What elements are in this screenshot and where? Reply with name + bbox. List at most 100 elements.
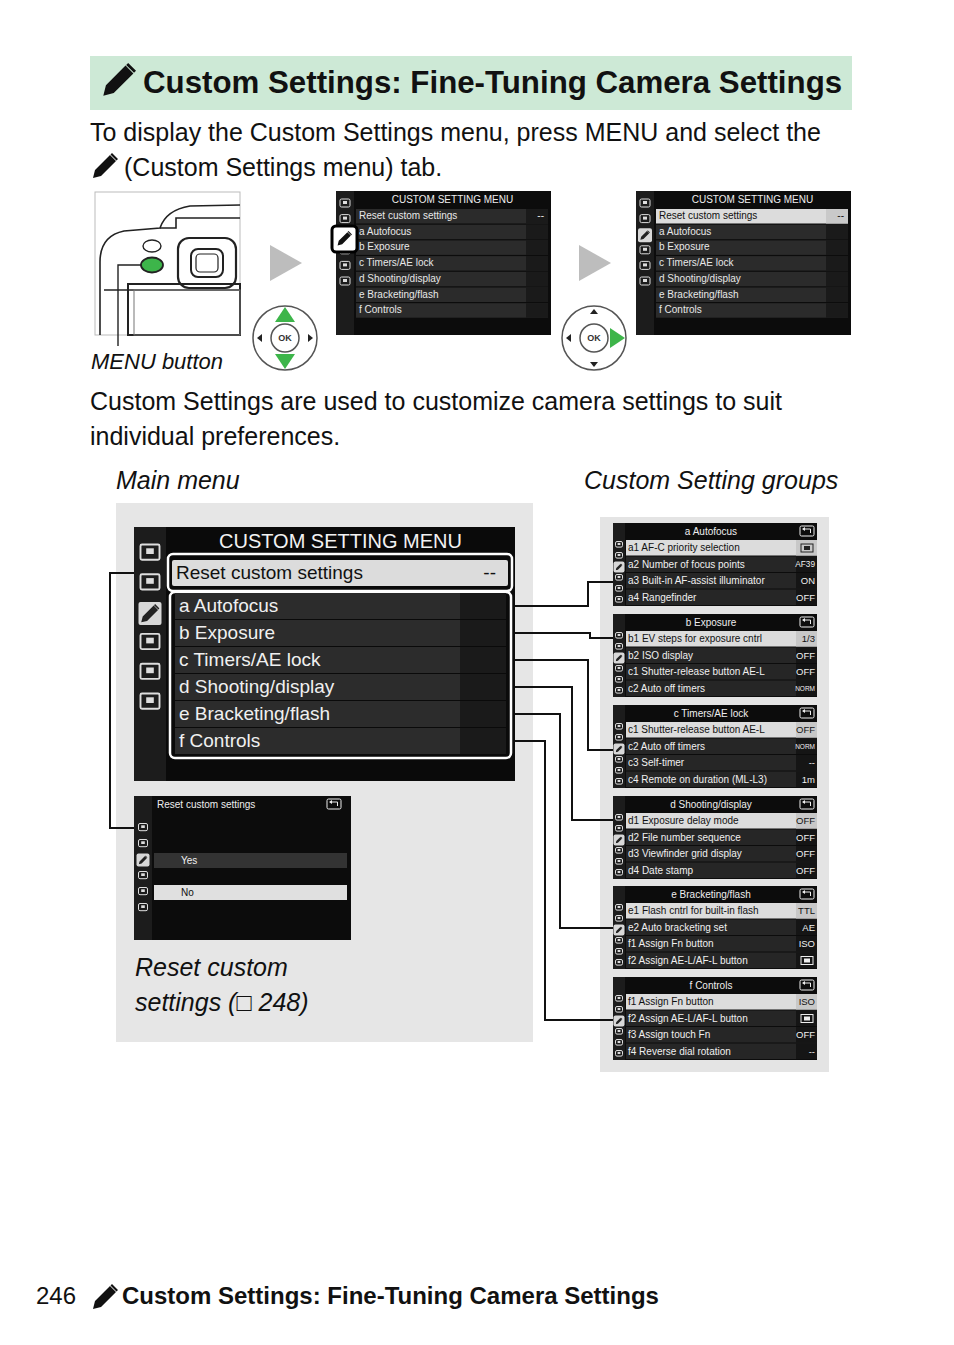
menu-item: b Exposure (359, 240, 410, 255)
menu-value: -- (537, 209, 544, 224)
setting-row: f3 Assign touch Fn (628, 1027, 710, 1043)
setting-value: OFF (796, 1027, 815, 1043)
caption-text: Custom Setting groups (584, 465, 838, 496)
setting-value: OFF (796, 846, 815, 862)
panel (116, 503, 533, 1042)
menu-screen: CUSTOM SETTING MENUReset custom settings… (336, 191, 551, 335)
screen-artwork (134, 796, 351, 940)
menu-screen: CUSTOM SETTING MENU Reset custom settings… (636, 191, 851, 335)
settings-screen: f Controlsf1 Assign Fn buttonISOf2 Assig… (613, 977, 817, 1060)
menu-item: d Shooting/display (359, 272, 441, 287)
menu-item: f Controls (179, 728, 260, 754)
menu-item: a Autofocus (659, 225, 711, 240)
menu-item: c Timers/AE lock (179, 647, 320, 673)
screen-title: f Controls (625, 979, 797, 992)
setting-value: ISO (799, 936, 815, 952)
menu-item: e Bracketing/flash (179, 701, 330, 727)
menu-item: b Exposure (659, 240, 710, 255)
caption-text: Custom Settings: Fine-Tuning Camera Sett… (122, 1281, 659, 1311)
step-arrow (270, 245, 302, 281)
multi-selector (562, 306, 626, 370)
screen-title: d Shooting/display (625, 798, 797, 811)
setting-row: a3 Built-in AF-assist illuminator (628, 573, 765, 589)
setting-row: c4 Remote on duration (ML-L3) (628, 772, 767, 788)
caption-text: (Custom Settings menu) tab. (124, 152, 442, 183)
setting-value: AF39 (795, 557, 815, 573)
multi-selector (253, 306, 317, 370)
menu-item: a Autofocus (179, 593, 278, 619)
setting-row: e2 Auto bracketing set (628, 920, 727, 936)
setting-value: OFF (796, 590, 815, 606)
setting-row: f4 Reverse dial rotation (628, 1044, 731, 1060)
setting-row: c3 Self-timer (628, 755, 684, 771)
setting-value: OFF (796, 813, 815, 829)
caption-text: Custom Settings are used to customize ca… (90, 384, 852, 454)
page-number: 246 (36, 1281, 76, 1311)
pencil-icon (93, 1284, 118, 1309)
settings-screen: c Timers/AE lockc1 Shutter-release butto… (613, 705, 817, 788)
setting-value: 1m (802, 772, 815, 788)
settings-screen: b Exposureb1 EV steps for exposure cntrl… (613, 614, 817, 697)
screen-title: a Autofocus (625, 525, 797, 538)
menu-item: d Shooting/display (659, 272, 741, 287)
menu-value: -- (837, 209, 844, 224)
setting-row: f2 Assign AE-L/AF-L button (628, 953, 748, 969)
menu-row: f Controls (175, 728, 506, 754)
settings-screen: d Shooting/display d1 Exposure delay mode… (613, 796, 817, 879)
setting-value: OFF (796, 830, 815, 846)
pencil-icon (93, 153, 118, 178)
camera-illustration (95, 192, 240, 346)
menu-item: Reset custom settings (659, 209, 757, 224)
setting-row: f2 Assign AE-L/AF-L button (628, 1011, 748, 1027)
setting-value: ON (801, 573, 815, 589)
page-title: Custom Settings: Fine-Tuning Camera Sett… (143, 62, 842, 104)
setting-row: d4 Date stamp (628, 863, 693, 879)
panel (600, 517, 829, 1072)
caption-text: To display the Custom Settings menu, pre… (90, 117, 821, 148)
menu-item: c Timers/AE lock (359, 256, 433, 271)
setting-value: OFF (796, 863, 815, 879)
setting-row: c2 Auto off timers (628, 739, 705, 755)
settings-screen: e Bracketing/flash e1 Flash cntrl for bui… (613, 886, 817, 969)
menu-row: a Autofocus (175, 593, 506, 619)
screen-title: CUSTOM SETTING MENU (166, 529, 515, 553)
button-label: OK (587, 333, 601, 344)
menu-screen: CUSTOM SETTING MENU Reset custom settings… (134, 527, 515, 781)
setting-row: f1 Assign Fn button (628, 936, 714, 952)
connector-line (506, 741, 613, 1020)
title-band (90, 56, 852, 110)
setting-value: -- (809, 1044, 815, 1060)
setting-value: -- (809, 755, 815, 771)
setting-row: d1 Exposure delay mode (628, 813, 739, 829)
dialog-option: No (181, 885, 194, 900)
setting-row: b1 EV steps for exposure cntrl (628, 631, 762, 647)
screen-title: e Bracketing/flash (625, 888, 797, 901)
screen-title: CUSTOM SETTING MENU (654, 193, 851, 206)
setting-row: d2 File number sequence (628, 830, 741, 846)
setting-row: f1 Assign Fn button (628, 994, 714, 1010)
menu-item: a Autofocus (359, 225, 411, 240)
setting-row: a1 AF-C priority selection (628, 540, 740, 556)
setting-value: NORM (795, 681, 815, 697)
menu-item: Reset custom settings (176, 560, 363, 586)
setting-row: e1 Flash cntrl for built-in flash (628, 903, 759, 919)
caption-text: MENU button (91, 348, 223, 376)
menu-item: e Bracketing/flash (359, 288, 439, 303)
menu-item: f Controls (659, 303, 702, 318)
dialog-option: Yes (181, 853, 197, 868)
step-arrow (579, 245, 611, 281)
connector-line (506, 633, 613, 638)
setting-value: NORM (795, 739, 815, 755)
caption-text: Main menu (116, 465, 240, 496)
menu-value: -- (483, 560, 496, 586)
screen-title: Reset custom settings (157, 798, 255, 811)
menu-item: e Bracketing/flash (659, 288, 739, 303)
connector-line (506, 714, 613, 928)
setting-value: OFF (796, 722, 815, 738)
setting-value: 1/3 (802, 631, 815, 647)
setting-row: c1 Shutter-release button AE-L (628, 722, 765, 738)
setting-row: c1 Shutter-release button AE-L (628, 664, 765, 680)
menu-item: c Timers/AE lock (659, 256, 733, 271)
menu-item: Reset custom settings (359, 209, 457, 224)
